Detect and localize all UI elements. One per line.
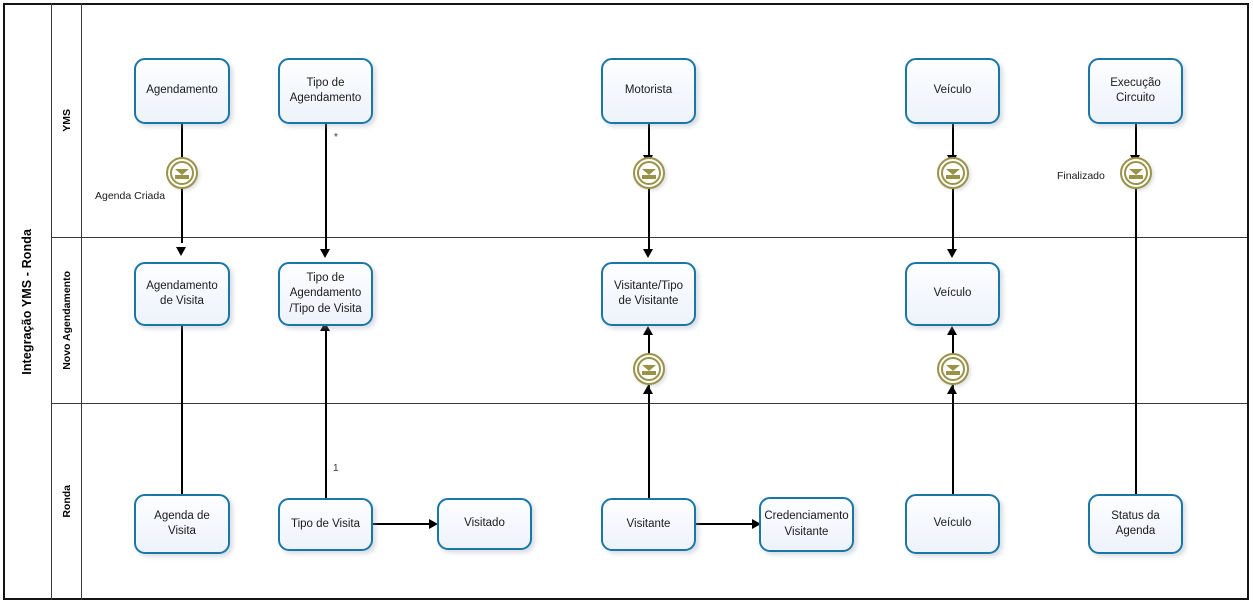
task-tipo-de-agendamento-label: Tipo de Agendamento bbox=[289, 76, 362, 104]
task-visitante-tipo-visitante[interactable]: Visitante/Tipo de Visitante bbox=[601, 262, 696, 326]
flow-t13-t14 bbox=[696, 523, 758, 525]
flow-arrow-t14-in bbox=[752, 519, 761, 529]
task-execucao-circuito-label: Execução Circuito bbox=[1110, 76, 1161, 104]
task-veiculo-yms-label: Veículo bbox=[933, 84, 972, 97]
task-visitado[interactable]: Visitado bbox=[437, 498, 532, 550]
task-tipo-de-visita-label: Tipo de Visita bbox=[290, 517, 361, 530]
message-event-veiculo-yms-icon bbox=[937, 157, 969, 189]
task-veiculo-ronda[interactable]: Veículo bbox=[905, 494, 1000, 554]
task-tipo-agendamento-tipo-visita-label: Tipo de Agendamento /Tipo de Visita bbox=[289, 272, 362, 315]
flow-label-one: 1 bbox=[333, 463, 339, 474]
task-visitado-label: Visitado bbox=[464, 517, 505, 530]
task-agendamento[interactable]: Agendamento bbox=[134, 58, 230, 124]
task-tipo-de-visita[interactable]: Tipo de Visita bbox=[278, 498, 373, 551]
lane-label-novo-agendamento: Novo Agendamento bbox=[52, 237, 82, 403]
flow-arrow-t6-in bbox=[176, 247, 186, 256]
pool-label-text: Integração YMS - Ronda bbox=[20, 228, 34, 375]
message-event-motorista-icon bbox=[633, 157, 665, 189]
flow-t6-t10 bbox=[181, 325, 183, 500]
task-motorista[interactable]: Motorista bbox=[601, 58, 696, 124]
task-visitante-tipo-visitante-label: Visitante/Tipo de Visitante bbox=[613, 279, 684, 307]
flow-t13-t8 bbox=[648, 330, 650, 500]
flow-arrow-e5-out bbox=[947, 385, 957, 394]
flow-t2-t7 bbox=[325, 123, 327, 251]
task-agenda-de-visita-label: Agenda de Visita bbox=[154, 509, 210, 537]
message-event-finalizado-icon bbox=[1120, 157, 1152, 189]
lane-label-yms-text: YMS bbox=[60, 108, 73, 132]
task-veiculo-ronda-label: Veículo bbox=[933, 517, 972, 530]
task-credenciamento-visitante-label: Credenciamento Visitante bbox=[764, 510, 849, 538]
task-credenciamento-visitante[interactable]: Credenciamento Visitante bbox=[759, 497, 854, 552]
task-veiculo-novo-agendamento[interactable]: Veículo bbox=[905, 262, 1000, 326]
flow-arrow-t8-in-top bbox=[643, 249, 653, 258]
message-event-veiculo-ronda-icon bbox=[937, 353, 969, 385]
message-event-visitante-icon bbox=[633, 353, 665, 385]
task-veiculo-yms[interactable]: Veículo bbox=[905, 58, 1000, 124]
message-event-agenda-criada-icon bbox=[166, 157, 198, 189]
task-agendamento-de-visita[interactable]: Agendamento de Visita bbox=[134, 262, 230, 326]
task-status-da-agenda-label: Status da Agenda bbox=[1111, 509, 1160, 537]
lane-label-ronda: Ronda bbox=[52, 403, 82, 600]
task-veiculo-novo-agendamento-label: Veículo bbox=[933, 287, 972, 300]
flow-t11-t7 bbox=[325, 325, 327, 500]
task-tipo-de-agendamento[interactable]: Tipo de Agendamento bbox=[278, 58, 373, 124]
flow-arrow-t8-in-bottom bbox=[643, 326, 653, 335]
flow-arrow-t7-in-top bbox=[320, 249, 330, 258]
flow-label-asterisk: * bbox=[334, 132, 338, 143]
flow-t11-t12 bbox=[373, 523, 435, 525]
flow-arrow-t9-in-bottom bbox=[947, 326, 957, 335]
task-status-da-agenda[interactable]: Status da Agenda bbox=[1088, 494, 1183, 554]
task-agendamento-label: Agendamento bbox=[146, 84, 218, 97]
task-motorista-label: Motorista bbox=[624, 84, 673, 97]
flow-arrow-e3-out bbox=[643, 385, 653, 394]
flow-label-finalizado: Finalizado bbox=[1057, 170, 1105, 182]
pool-label: Integração YMS - Ronda bbox=[3, 3, 52, 600]
flow-arrow-t12-in bbox=[429, 519, 438, 529]
task-execucao-circuito[interactable]: Execução Circuito bbox=[1088, 58, 1183, 124]
flow-label-agenda-criada: Agenda Criada bbox=[95, 190, 166, 202]
flow-t5-t16 bbox=[1135, 123, 1137, 501]
task-visitante-label: Visitante bbox=[626, 517, 671, 530]
lane-label-novo-agendamento-text: Novo Agendamento bbox=[60, 270, 73, 370]
task-agendamento-de-visita-label: Agendamento de Visita bbox=[146, 279, 218, 307]
flow-arrow-t9-in-top bbox=[947, 249, 957, 258]
task-agenda-de-visita[interactable]: Agenda de Visita bbox=[134, 494, 230, 554]
flow-t15-t9 bbox=[952, 330, 954, 500]
task-visitante[interactable]: Visitante bbox=[601, 498, 696, 551]
lane-label-yms: YMS bbox=[52, 3, 82, 237]
flow-arrow-t7-in-bottom bbox=[320, 322, 330, 331]
lane-label-ronda-text: Ronda bbox=[60, 485, 73, 518]
task-tipo-agendamento-tipo-visita[interactable]: Tipo de Agendamento /Tipo de Visita bbox=[278, 262, 373, 326]
